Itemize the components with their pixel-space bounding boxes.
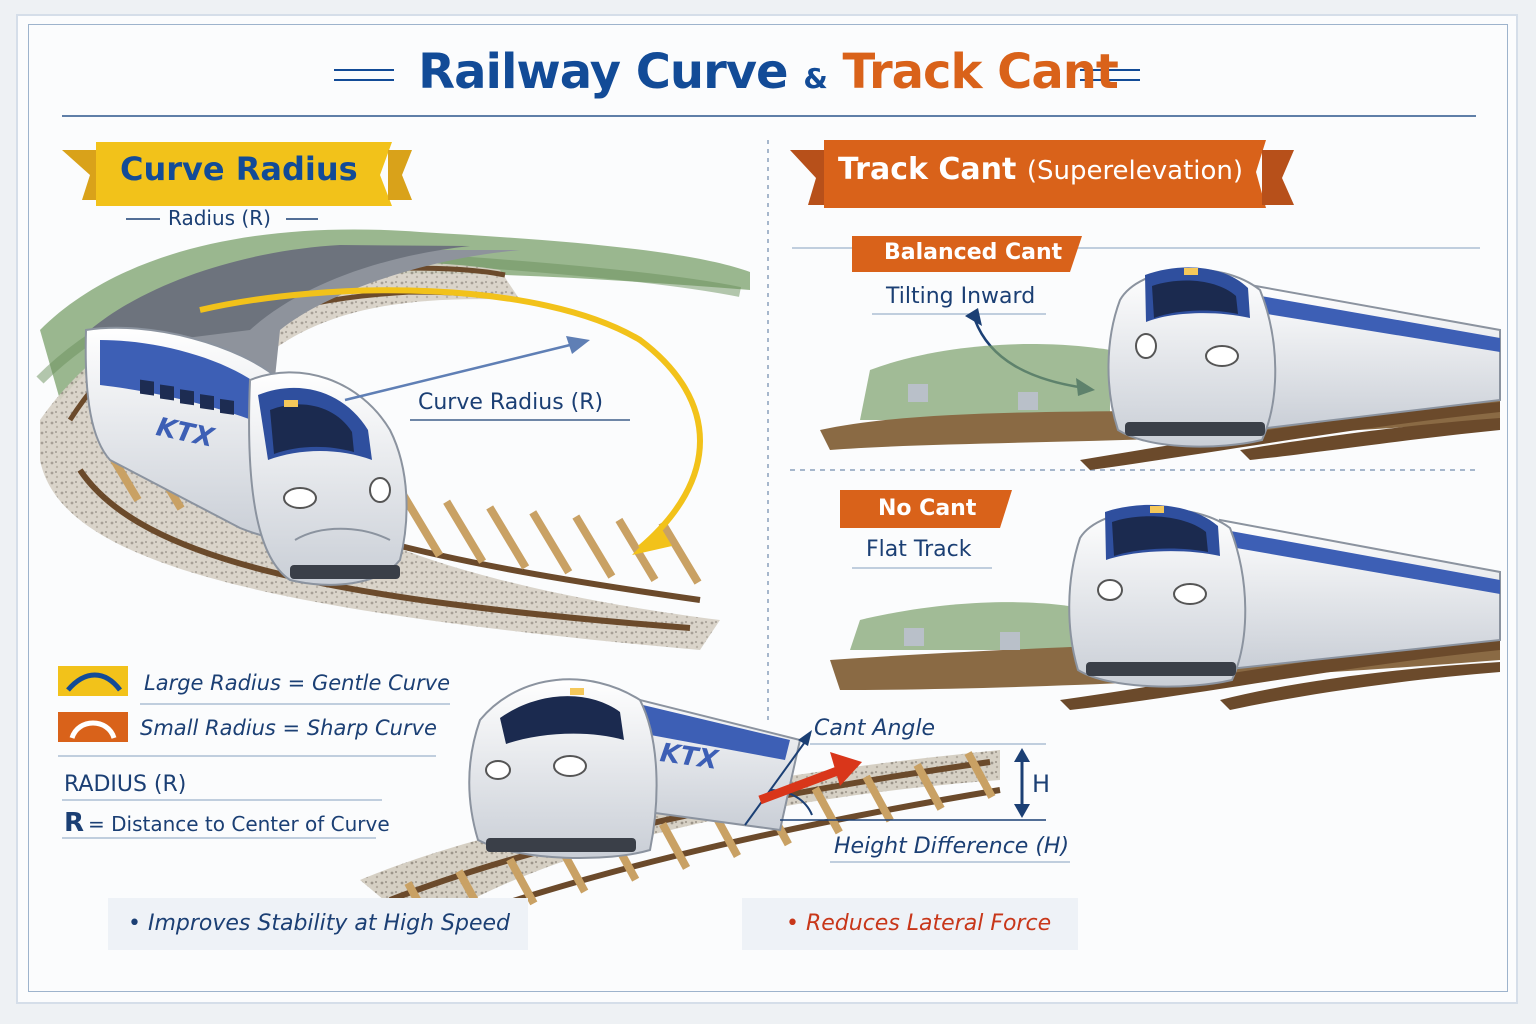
track-cant-banner [790, 140, 1294, 208]
sharp-curve-icon [58, 712, 128, 742]
cant-angle-graphic [744, 730, 1046, 826]
title-decoration [334, 69, 1140, 81]
no-cant-tag [840, 490, 1012, 528]
height-h-label: H [1032, 770, 1051, 798]
sleeper [658, 520, 702, 585]
tilting-inward-label: Tilting Inward [886, 284, 1036, 309]
sleeper [659, 821, 691, 870]
title-part-1: Railway Curve [418, 44, 788, 100]
curve-radius-banner [62, 142, 412, 206]
lateral-force-note: • Reduces Lateral Force [786, 911, 1052, 936]
sleeper [400, 493, 443, 558]
sleeper [572, 514, 616, 579]
red-force-arrow [830, 752, 862, 786]
stability-note: • Improves Stability at High Speed [128, 911, 511, 936]
sleeper [811, 786, 843, 835]
height-difference-label: Height Difference (H) [834, 834, 1070, 859]
sleeper [443, 499, 487, 564]
radius-definition: = Distance to Center of Curve [88, 812, 390, 836]
radius-arc [199, 287, 703, 551]
balanced-cant-tag [852, 236, 1082, 272]
curve-radius-label: Curve Radius (R) [418, 390, 604, 415]
gentle-curve-icon [58, 666, 128, 696]
sleeper [486, 505, 530, 570]
no-cant-tag-label: No Cant [878, 496, 977, 521]
radius-letter: R [64, 808, 85, 838]
radius-arrow-head [566, 336, 590, 354]
balanced-cant-tag-label: Balanced Cant [884, 240, 1063, 265]
inner-frame [28, 24, 1508, 992]
title-ampersand: & [803, 62, 827, 95]
radius-arrow-icon [344, 343, 571, 402]
lateral-note-box [742, 898, 1078, 950]
legend-small-radius: Small Radius = Sharp Curve [140, 716, 437, 740]
sleeper [964, 751, 996, 799]
title-part-2: Track Cant [842, 44, 1118, 100]
cant-angle-label: Cant Angle [814, 716, 936, 741]
radius-arc-arrowhead [632, 526, 672, 555]
sleeper [506, 857, 538, 906]
balanced-cant-train [820, 267, 1501, 470]
no-cant-train [830, 504, 1501, 710]
bottom-train [360, 678, 1001, 933]
legend-large-radius: Large Radius = Gentle Curve [144, 671, 451, 695]
height-arrow-icon [1014, 748, 1030, 818]
track-cant-banner-label: Track Cant (Superelevation) [838, 152, 1243, 187]
radius-heading: RADIUS (R) [64, 772, 187, 797]
page-title: Railway Curve & Track Cant [0, 44, 1536, 100]
track-cant-banner-sub: (Superelevation) [1026, 156, 1244, 186]
curve-radius-banner-label: Curve Radius [120, 150, 358, 188]
sleeper [862, 774, 894, 823]
sleeper [913, 762, 945, 811]
track-cant-banner-main: Track Cant [838, 152, 1017, 187]
sleeper [529, 510, 573, 575]
radius-caption: Radius (R) [168, 206, 271, 230]
flat-track-label: Flat Track [866, 537, 972, 562]
stability-note-box [108, 898, 528, 950]
